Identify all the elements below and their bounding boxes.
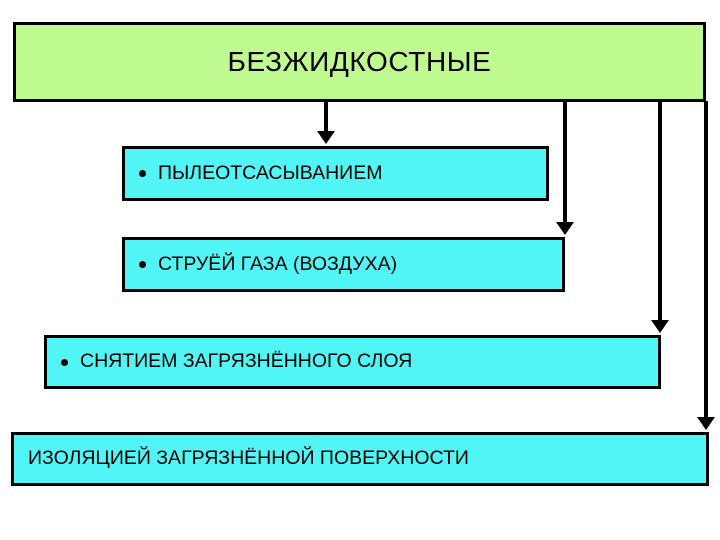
arrowhead-icon-1: [317, 131, 335, 144]
arrowhead-icon-2: [556, 222, 574, 235]
item-box-1[interactable]: ПЫЛЕОТСАСЫВАНИЕМ: [122, 146, 549, 201]
bullet-row-2: СТРУЁЙ ГАЗА (ВОЗДУХА): [125, 252, 398, 275]
item-label-2: СТРУЁЙ ГАЗА (ВОЗДУХА): [158, 252, 398, 275]
item-label-4: ИЗОЛЯЦИЕЙ ЗАГРЯЗНЁННОЙ ПОВЕРХНОСТИ: [28, 447, 469, 470]
bullet-row-3: СНЯТИЕМ ЗАГРЯЗНЁННОГО СЛОЯ: [47, 352, 412, 372]
bullet-icon-3: [61, 358, 68, 366]
connector-line-4: [704, 101, 708, 419]
connector-line-1: [324, 101, 328, 133]
connector-line-2: [563, 101, 567, 224]
bullet-row-1: ПЫЛЕОТСАСЫВАНИЕМ: [125, 161, 383, 184]
item-label-1: ПЫЛЕОТСАСЫВАНИЕМ: [158, 161, 383, 184]
bullet-icon-2: [139, 261, 146, 268]
item-label-3: СНЯТИЕМ ЗАГРЯЗНЁННОГО СЛОЯ: [80, 350, 413, 373]
connector-line-3: [658, 101, 662, 322]
bullet-icon-1: [139, 170, 146, 177]
arrowhead-icon-3: [651, 320, 669, 333]
header-box[interactable]: БЕЗЖИДКОСТНЫЕ: [13, 22, 706, 102]
bullet-row-4: ИЗОЛЯЦИЕЙ ЗАГРЯЗНЁННОЙ ПОВЕРХНОСТИ: [14, 449, 469, 469]
item-box-4[interactable]: ИЗОЛЯЦИЕЙ ЗАГРЯЗНЁННОЙ ПОВЕРХНОСТИ: [11, 432, 709, 486]
item-box-3[interactable]: СНЯТИЕМ ЗАГРЯЗНЁННОГО СЛОЯ: [44, 335, 661, 389]
header-label: БЕЗЖИДКОСТНЫЕ: [227, 46, 492, 77]
item-box-2[interactable]: СТРУЁЙ ГАЗА (ВОЗДУХА): [122, 237, 565, 292]
arrowhead-icon-4: [697, 417, 715, 430]
